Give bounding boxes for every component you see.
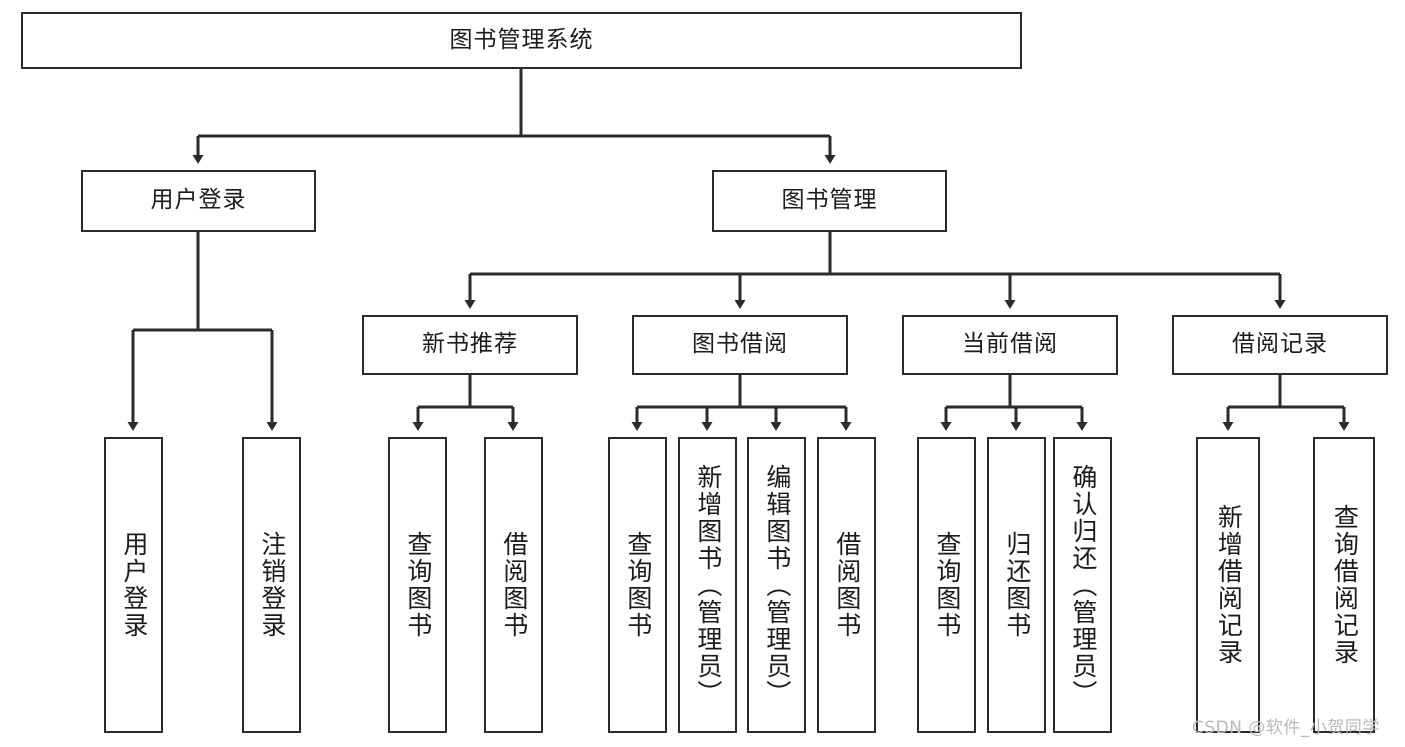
node-label: 确认归还（管理员） (1068, 463, 1098, 707)
node-new-book-recommendation[interactable]: 新书推荐 (362, 315, 578, 375)
node-label: 当前借阅 (962, 331, 1058, 358)
node-label: 用户登录 (119, 531, 149, 639)
node-label: 图书管理系统 (449, 26, 594, 53)
leaf-add-book-admin[interactable]: 新增图书（管理员） (678, 437, 737, 733)
leaf-confirm-return-admin[interactable]: 确认归还（管理员） (1053, 437, 1112, 733)
leaf-logout[interactable]: 注销登录 (242, 437, 301, 733)
node-user-login[interactable]: 用户登录 (81, 170, 316, 232)
node-label: 查询图书 (623, 531, 653, 639)
leaf-add-borrow-record[interactable]: 新增借阅记录 (1196, 437, 1260, 733)
leaf-edit-book-admin[interactable]: 编辑图书（管理员） (747, 437, 806, 733)
leaf-query-borrow-record[interactable]: 查询借阅记录 (1313, 437, 1375, 733)
node-label: 注销登录 (257, 531, 287, 639)
node-label: 查询图书 (403, 531, 433, 639)
node-label: 查询图书 (932, 531, 962, 639)
node-label: 借阅图书 (499, 531, 529, 639)
node-root-system[interactable]: 图书管理系统 (21, 12, 1022, 69)
node-label: 编辑图书（管理员） (762, 463, 792, 707)
node-label: 用户登录 (150, 187, 247, 214)
node-book-borrow[interactable]: 图书借阅 (632, 315, 848, 375)
node-label: 新增借阅记录 (1214, 504, 1244, 666)
node-label: 图书管理 (781, 187, 878, 214)
leaf-return-book[interactable]: 归还图书 (987, 437, 1046, 733)
leaf-query-book-recommend[interactable]: 查询图书 (388, 437, 447, 733)
node-label: 新增图书（管理员） (693, 463, 723, 707)
node-borrow-record[interactable]: 借阅记录 (1172, 315, 1388, 375)
leaf-borrow-book-recommend[interactable]: 借阅图书 (484, 437, 543, 733)
node-current-borrow[interactable]: 当前借阅 (902, 315, 1118, 375)
node-label: 查询借阅记录 (1330, 504, 1360, 666)
leaf-query-book-current[interactable]: 查询图书 (917, 437, 976, 733)
leaf-user-login[interactable]: 用户登录 (104, 437, 163, 733)
node-label: 图书借阅 (692, 331, 788, 358)
node-label: 归还图书 (1002, 531, 1032, 639)
node-label: 借阅记录 (1232, 331, 1328, 358)
csdn-watermark: CSDN @软件_小贺同学 (1192, 718, 1380, 738)
node-book-management[interactable]: 图书管理 (712, 170, 947, 232)
node-label: 借阅图书 (832, 531, 862, 639)
leaf-query-book-borrow[interactable]: 查询图书 (608, 437, 667, 733)
leaf-borrow-book[interactable]: 借阅图书 (817, 437, 876, 733)
node-label: 新书推荐 (422, 331, 518, 358)
